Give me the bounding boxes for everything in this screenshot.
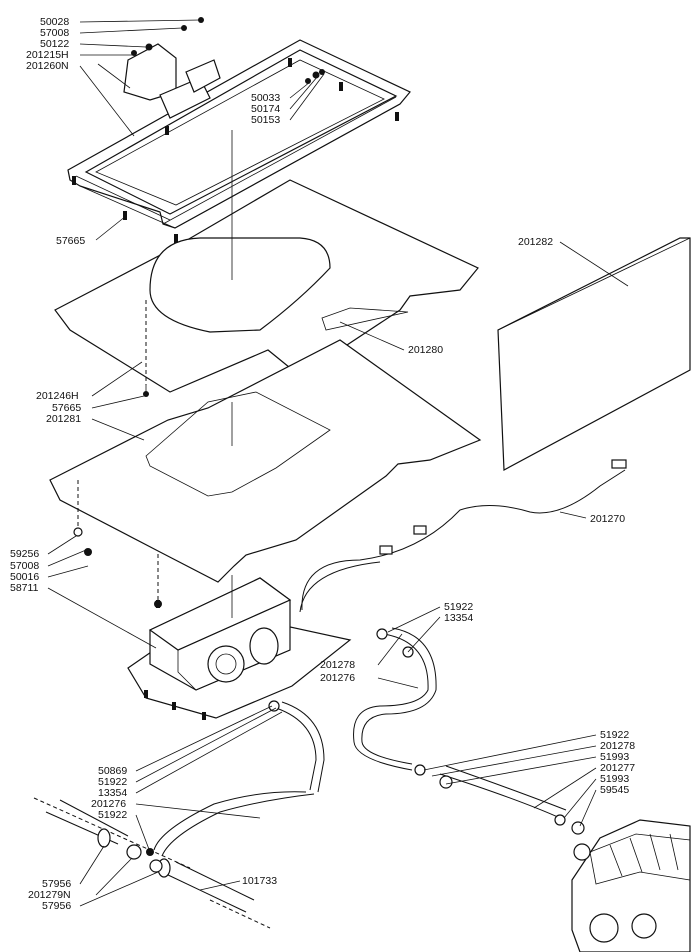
blower-wheel: [249, 627, 279, 665]
part-label: 201277: [600, 762, 635, 774]
part-label: 201278: [320, 659, 355, 671]
engine: [571, 819, 691, 952]
part-label: 201279N: [28, 889, 71, 901]
part-label: 51993: [600, 751, 629, 763]
blower-wheel: [207, 645, 245, 683]
part-label: 57956: [42, 878, 71, 890]
frame-bolt: [395, 112, 399, 121]
frame-bolt: [72, 176, 76, 185]
part-label: 13354: [444, 612, 473, 624]
part-label: 50016: [10, 571, 39, 583]
connector: [379, 545, 393, 555]
part-label: 57008: [10, 560, 39, 572]
part-label: 201280: [408, 344, 443, 356]
part-label: 58711: [10, 582, 39, 594]
part-label: 51922: [600, 729, 629, 741]
part-label: 51922: [444, 601, 473, 613]
frame-bolt: [174, 234, 178, 243]
part-label: 50174: [251, 103, 280, 115]
part-label: 50033: [251, 92, 280, 104]
part-label: 201282: [518, 236, 553, 248]
part-label: 201281: [46, 413, 81, 425]
part-label: 57008: [40, 27, 69, 39]
part-label: 201278: [600, 740, 635, 752]
part-label: 50028: [40, 16, 69, 28]
wire-harness: [299, 459, 627, 613]
part-label: 50153: [251, 114, 280, 126]
part-label: 201270: [590, 513, 625, 525]
part-label: 51922: [98, 809, 127, 821]
part-label: 50869: [98, 765, 127, 777]
heater-unit: [127, 577, 352, 720]
part-label: 201246H: [36, 390, 79, 402]
frame-bolt: [288, 58, 292, 67]
part-label: 57956: [42, 900, 71, 912]
part-label: 13354: [98, 787, 127, 799]
part-label: 201215H: [26, 49, 69, 61]
part-label: 50122: [40, 38, 69, 50]
part-label: 57665: [52, 402, 81, 414]
part-label: 59545: [600, 784, 629, 796]
part-label: 51922: [98, 776, 127, 788]
side-panel: [497, 237, 691, 471]
connector: [611, 459, 627, 469]
lower-panel: [49, 339, 482, 583]
frame-bolt: [339, 82, 343, 91]
connector: [413, 525, 427, 535]
mounting-frame: [67, 17, 411, 243]
frame-bolt: [165, 126, 169, 135]
leader-lines: [47, 19, 629, 907]
upper-panel: [54, 179, 479, 393]
hoses: [33, 627, 585, 929]
part-label: 201276: [91, 798, 126, 810]
frame-bolt: [123, 211, 127, 220]
part-label: 201260N: [26, 60, 69, 72]
part-labels: 50028 57008 50122 201215H 201260N 50033 …: [10, 16, 635, 912]
part-label: 51993: [600, 773, 629, 785]
part-label: 201276: [320, 672, 355, 684]
part-label: 59256: [10, 548, 39, 560]
part-label: 101733: [242, 875, 277, 887]
part-label: 57665: [56, 235, 85, 247]
